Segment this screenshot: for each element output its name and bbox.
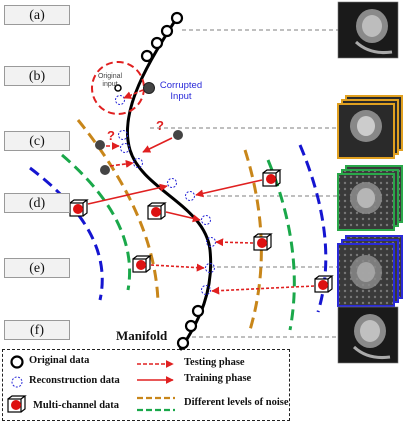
reconstruction-data-point [118, 130, 128, 140]
noise-curve-orange-left [76, 119, 160, 303]
testing-arrow [150, 263, 205, 272]
testing-arrow [123, 89, 144, 99]
reconstruction-data-point [167, 178, 177, 188]
testing-arrow [109, 159, 134, 168]
multi-channel-cube [262, 169, 282, 187]
leader-lines [150, 29, 338, 338]
training-arrow [195, 179, 263, 198]
legend-reconstruction-icon [11, 376, 23, 388]
legend-noise-levels: Different levels of noise [184, 397, 289, 408]
manifold-label: Manifold [116, 328, 168, 343]
testing-arrow [211, 285, 315, 295]
reconstruction-data-point [201, 215, 211, 225]
original-data-point [176, 336, 190, 350]
noise-curve-blue-right [298, 144, 328, 313]
original-data-point [191, 304, 205, 318]
question-mark-right: ? [156, 118, 164, 133]
original-data-point [170, 11, 184, 25]
original-data-points [140, 11, 205, 350]
training-arrow [87, 183, 168, 205]
original-data-point [184, 319, 198, 333]
multi-channel-cube [314, 275, 334, 293]
scan-image-f [337, 306, 399, 364]
reconstruction-data-point [133, 158, 143, 168]
testing-arrows [150, 238, 315, 295]
reconstruction-data-point [120, 143, 130, 153]
multi-channel-cube [132, 255, 152, 273]
testing-samples [95, 130, 183, 175]
row-label-b: (b) [4, 66, 70, 86]
manifold-curve [125, 15, 213, 351]
scan-image-a [337, 1, 399, 59]
original-input-point [114, 84, 122, 92]
legend-multichannel-icon [7, 395, 27, 413]
test-sample-point [95, 140, 105, 150]
reconstruction-data-point [201, 285, 211, 295]
reconstruction-data-point [115, 95, 125, 105]
corrupted-input-label: Corrupted Input [159, 80, 203, 102]
corrupted-input-point [143, 82, 155, 94]
original-input-label: Original input [97, 73, 123, 88]
original-data-point [140, 49, 154, 63]
multi-channel-samples [69, 169, 334, 293]
training-arrows [87, 179, 263, 223]
legend-multi-channel-data: Multi-channel data [33, 400, 120, 411]
noise-curve-green-left [61, 153, 132, 291]
multi-channel-cube [147, 202, 167, 220]
legend [2, 349, 290, 421]
reconstruction-data-point [205, 263, 215, 273]
training-arrow [142, 137, 173, 153]
row-label-f: (f) [4, 320, 70, 340]
legend-original-icon [10, 355, 24, 369]
row-label-a: (a) [4, 5, 70, 25]
legend-testing-phase: Testing phase [184, 357, 245, 368]
reconstruction-data-point [185, 191, 195, 201]
legend-reconstruction-data: Reconstruction data [29, 375, 120, 386]
multi-channel-cube [253, 233, 273, 251]
row-label-c: (c) [4, 131, 70, 151]
legend-training-phase: Training phase [184, 373, 252, 384]
multi-channel-cube [69, 199, 89, 217]
test-sample-point [173, 130, 183, 140]
testing-arrow [215, 238, 254, 247]
legend-symbols [7, 355, 175, 413]
original-data-point [160, 24, 174, 38]
test-sample-point [100, 165, 110, 175]
question-mark-left: ? [107, 128, 115, 143]
scan-stack-blue [337, 235, 403, 307]
scan-stack-green [337, 165, 403, 231]
legend-original-data: Original data [29, 355, 90, 366]
scan-stack-orange [337, 95, 403, 159]
row-label-d: (d) [4, 193, 70, 213]
noise-level-curves [29, 119, 328, 331]
noise-curve-blue-left [29, 166, 104, 301]
original-data-point [150, 36, 164, 50]
row-label-e: (e) [4, 258, 70, 278]
training-arrow [165, 211, 201, 223]
